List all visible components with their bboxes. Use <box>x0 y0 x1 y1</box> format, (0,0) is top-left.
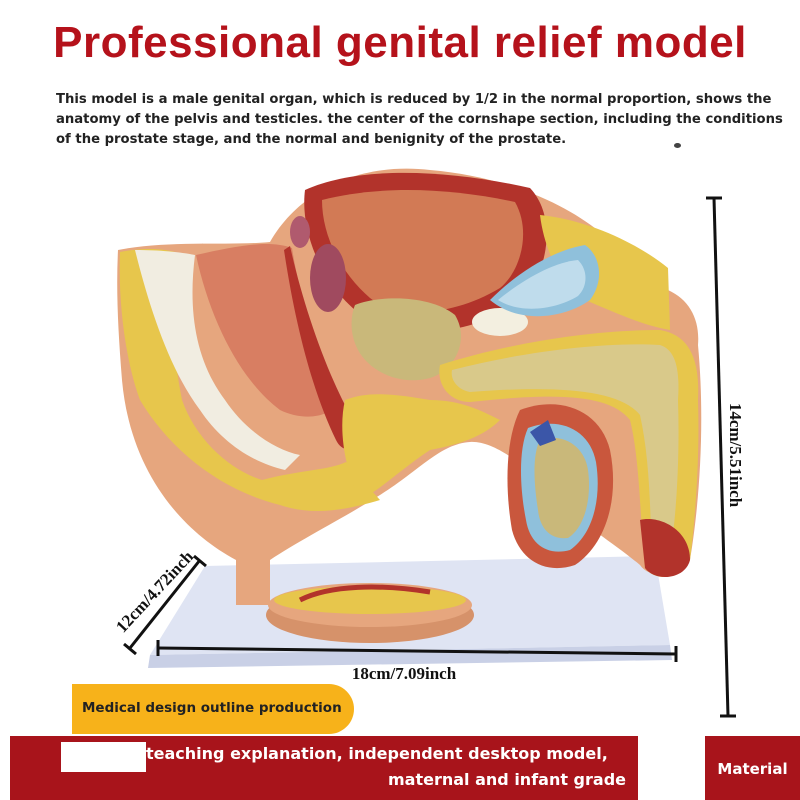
glans <box>640 519 690 578</box>
width-label: 18cm/7.09inch <box>351 664 457 683</box>
stray-dot <box>674 143 681 148</box>
sacrum <box>135 250 300 470</box>
fat-layer <box>119 249 380 512</box>
epididymis <box>530 420 556 446</box>
seminal-vesicle <box>310 244 346 312</box>
testis-inner <box>534 437 590 539</box>
bladder <box>322 190 524 312</box>
rectum <box>196 244 340 417</box>
height-label: 14cm/5.51inch <box>726 402 745 508</box>
material-tag-label: Material <box>717 760 788 778</box>
pubic-bone <box>472 308 528 336</box>
pubic-fat <box>540 215 670 330</box>
design-badge: Medical design outline production <box>72 684 354 734</box>
banner-blank-patch <box>61 742 146 772</box>
model-description: This model is a male genital organ, whic… <box>56 92 783 147</box>
prostate <box>351 298 461 381</box>
material-tag: Material <box>705 736 800 800</box>
model-photo <box>117 168 736 718</box>
banner-line-1: teaching explanation, independent deskto… <box>146 744 608 763</box>
depth-measure-line <box>123 554 207 656</box>
urethra-spongiosum <box>451 344 679 564</box>
design-badge-label: Medical design outline production <box>82 700 342 716</box>
height-measure-line <box>706 196 736 718</box>
rectum-wall <box>284 246 360 449</box>
width-measure-line <box>156 640 678 662</box>
perineal-fat <box>342 394 500 500</box>
banner-line-2: maternal and infant grade <box>388 770 626 789</box>
display-base-front <box>148 645 672 668</box>
seminal-vesicle-2 <box>290 216 310 248</box>
page-title: Professional genital relief model <box>53 18 747 67</box>
